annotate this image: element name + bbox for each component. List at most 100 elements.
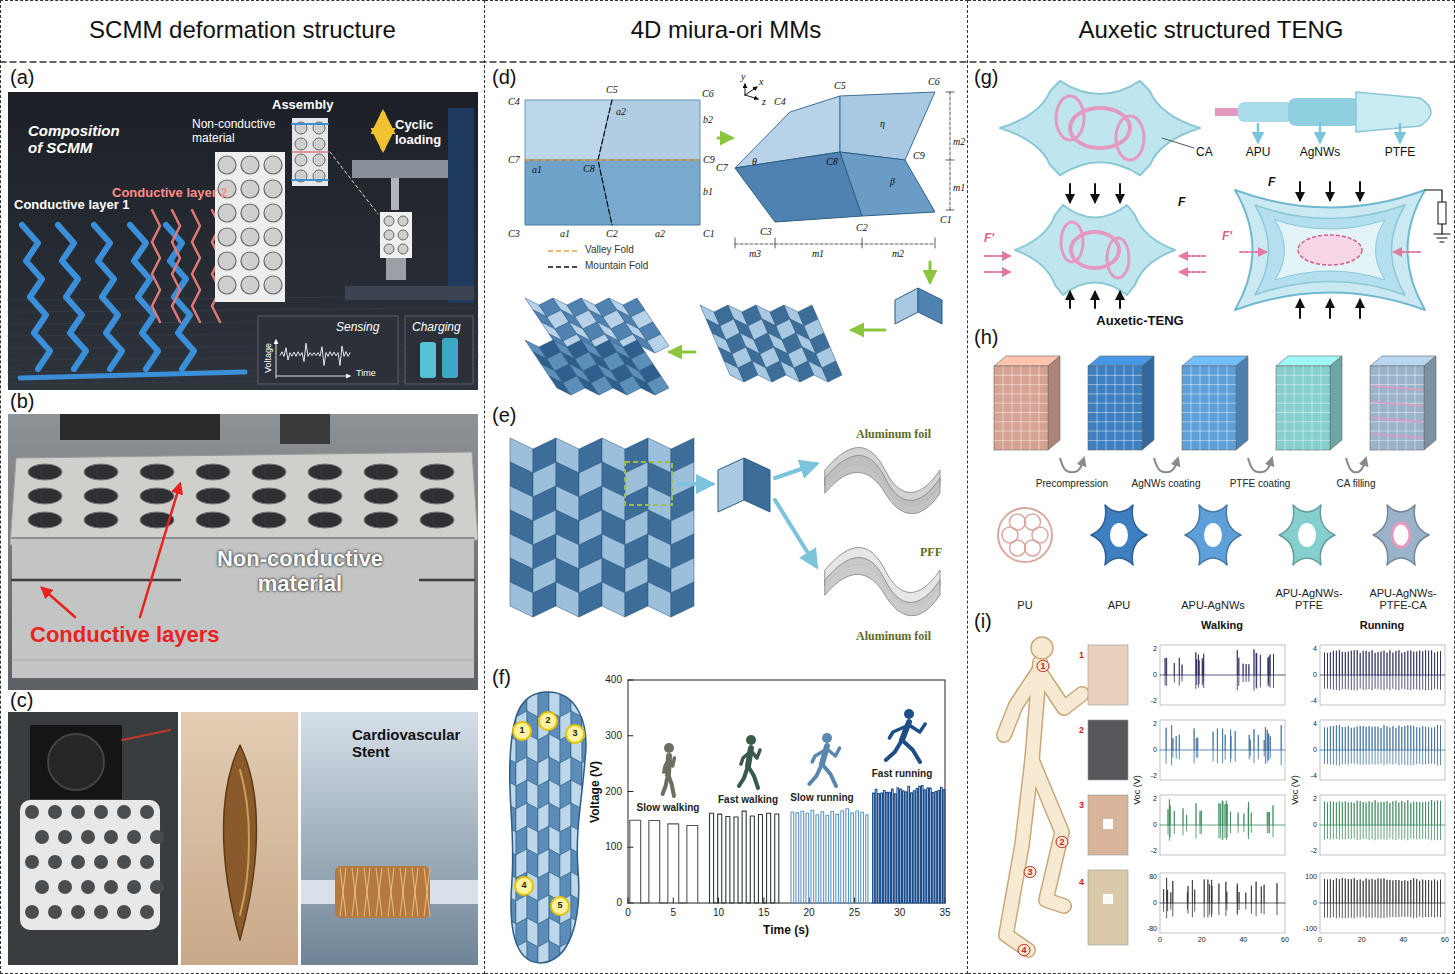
chart-frame bbox=[1160, 645, 1285, 705]
geometry-symbol: z bbox=[762, 96, 766, 108]
layer-label: APU bbox=[1246, 146, 1271, 160]
stent-strut bbox=[412, 868, 418, 916]
lattice-hole bbox=[196, 464, 230, 480]
lattice-side bbox=[1142, 356, 1154, 450]
tick-label: 0 bbox=[1313, 746, 1317, 754]
runner-arm bbox=[909, 724, 925, 732]
machine-base bbox=[345, 286, 474, 300]
lattice-strut bbox=[1088, 431, 1142, 432]
ca-filler bbox=[1372, 402, 1422, 406]
auxetic-unit-cell bbox=[1279, 505, 1335, 565]
lattice-cell bbox=[218, 156, 236, 174]
lattice-front bbox=[1182, 366, 1236, 450]
tick-mark bbox=[628, 680, 633, 681]
apu-layer bbox=[1238, 102, 1292, 122]
lattice-cell bbox=[218, 228, 236, 246]
tick-label: -100 bbox=[1303, 925, 1317, 933]
callout-number: 1 bbox=[519, 725, 524, 735]
runner-leg bbox=[886, 740, 902, 760]
step-label: Precompression bbox=[1034, 478, 1110, 490]
lattice-cell bbox=[241, 180, 259, 198]
lattice-strut bbox=[1182, 375, 1236, 376]
runner-head bbox=[822, 733, 832, 743]
force-arrow bbox=[1359, 182, 1361, 200]
geometry-symbol: m2 bbox=[892, 248, 904, 260]
voc-trace bbox=[1325, 878, 1441, 918]
lattice-strut bbox=[1276, 440, 1330, 441]
force-arrow bbox=[1299, 182, 1301, 200]
column-heading: Auxetic structured TENG bbox=[968, 1, 1454, 44]
tick-label: 100 bbox=[605, 841, 622, 853]
stage-node: APU-AgNWs-PTFE bbox=[1272, 338, 1346, 614]
non-conductive-block bbox=[12, 538, 474, 678]
geometry-symbol: a1 bbox=[532, 164, 542, 176]
panel-letter: (d) bbox=[492, 66, 516, 89]
miura-facet bbox=[671, 582, 694, 617]
stage-label: APU-AgNWs-PTFE bbox=[1272, 572, 1346, 612]
chart-frame bbox=[1320, 795, 1445, 855]
miura-facet bbox=[602, 582, 625, 617]
tick-label: 10 bbox=[713, 907, 724, 919]
miura-facet bbox=[647, 376, 669, 395]
lattice-front bbox=[1370, 366, 1424, 450]
lattice-hole bbox=[48, 805, 62, 819]
lattice-strut bbox=[1397, 366, 1398, 450]
miura-facet bbox=[571, 941, 582, 970]
tick-label: -80 bbox=[1147, 925, 1157, 933]
runner-icon bbox=[739, 735, 760, 788]
force-arrow bbox=[1119, 292, 1121, 308]
sensor-spot bbox=[513, 722, 531, 740]
stage-label: APU bbox=[1108, 584, 1131, 612]
stent-strut bbox=[340, 868, 346, 916]
lattice-cell bbox=[398, 216, 408, 226]
lattice-strut bbox=[994, 412, 1048, 413]
layer-label: AgNWs bbox=[1300, 146, 1341, 160]
geometry-symbol: C8 bbox=[826, 156, 838, 168]
process-arrow bbox=[1346, 458, 1366, 472]
photo-background bbox=[301, 712, 478, 965]
lattice-strut bbox=[1003, 366, 1004, 450]
stage-label: APU-AgNWs bbox=[1181, 584, 1245, 612]
chart-title: Running bbox=[1360, 619, 1405, 632]
force-arrow bbox=[1359, 300, 1361, 318]
ca-filler bbox=[1071, 232, 1119, 268]
chart-title: Walking bbox=[1201, 619, 1243, 632]
column-heading: 4D miura-ori MMs bbox=[485, 1, 967, 44]
inset-label: Charging bbox=[412, 321, 461, 335]
stent-strut bbox=[352, 868, 358, 916]
tick-label: 0 bbox=[1313, 671, 1317, 679]
lattice-strut bbox=[1191, 366, 1192, 450]
teng-section bbox=[1235, 190, 1425, 310]
strain-arrow bbox=[985, 255, 1010, 257]
lattice-cell bbox=[384, 230, 394, 240]
dimension-tick bbox=[935, 238, 936, 248]
lattice-strut bbox=[1370, 412, 1424, 413]
tick-label: 2 bbox=[1153, 720, 1157, 728]
tick-label: 0 bbox=[1153, 899, 1157, 907]
tick-label: -2 bbox=[1311, 847, 1317, 855]
geometry-symbol: C5 bbox=[834, 80, 846, 92]
lattice-cell bbox=[313, 154, 325, 166]
tick-label: 300 bbox=[605, 730, 622, 742]
tick-label: 0 bbox=[1153, 746, 1157, 754]
tick-label: -2 bbox=[1151, 847, 1157, 855]
axis-title: Time (s) bbox=[763, 924, 809, 938]
auxetic-unit-cell bbox=[1373, 505, 1429, 565]
sensor-photo bbox=[1088, 795, 1128, 855]
tick-label: 20 bbox=[1358, 936, 1366, 944]
voc-trace bbox=[1165, 649, 1273, 690]
tick-mark bbox=[854, 898, 855, 903]
lattice-hole bbox=[25, 805, 39, 819]
panel-c bbox=[8, 712, 478, 965]
runner-arm bbox=[664, 759, 669, 772]
legend-label: Valley Fold bbox=[585, 244, 634, 256]
geometry-symbol: C3 bbox=[760, 226, 772, 238]
lattice-cell bbox=[218, 276, 236, 294]
lattice-hole bbox=[28, 512, 62, 528]
stent-strut bbox=[352, 868, 358, 916]
auxetic-unit-cell bbox=[1185, 505, 1241, 565]
fold-facet bbox=[525, 160, 612, 225]
lattice-hole bbox=[117, 805, 131, 819]
block-edge bbox=[12, 537, 474, 539]
geometry-symbol: η bbox=[880, 118, 885, 130]
